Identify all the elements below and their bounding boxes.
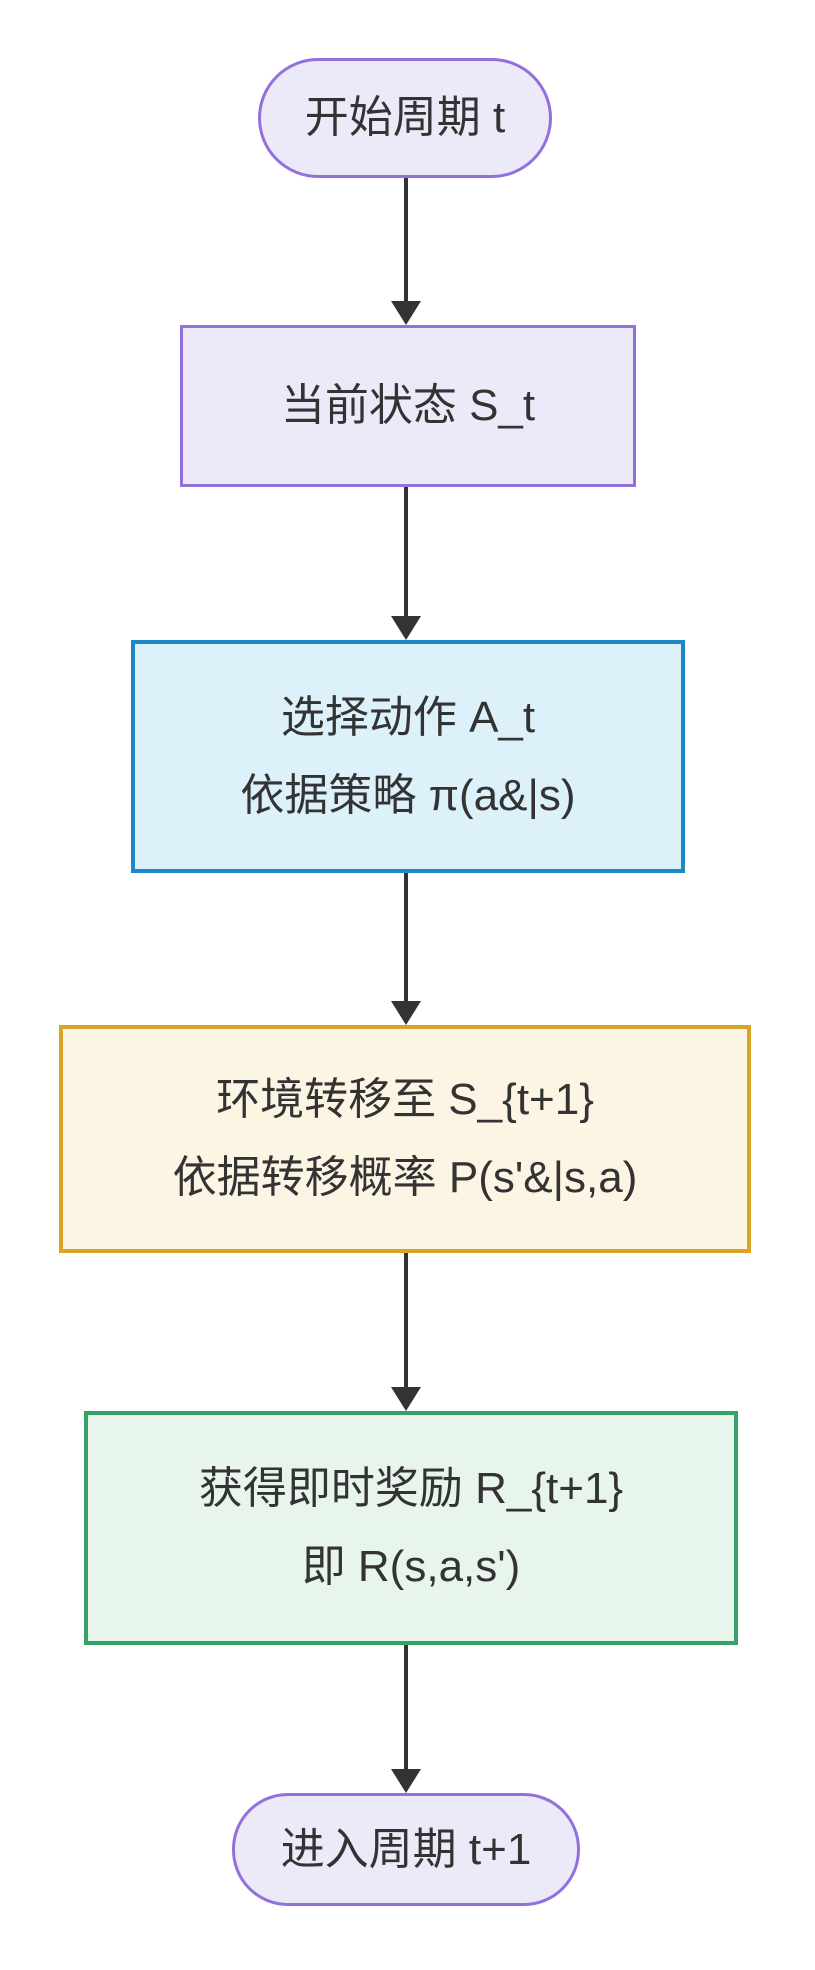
node-receive-reward-label-line2: 即 R(s,a,s') xyxy=(301,1542,521,1591)
node-current-state-label: 当前状态 S_t xyxy=(280,381,536,430)
arrow-shaft xyxy=(404,873,408,1001)
node-environment-transition-label-line1: 环境转移至 S_{t+1} xyxy=(216,1075,594,1124)
arrowhead-icon xyxy=(391,616,421,640)
arrow-shaft xyxy=(404,178,408,301)
arrowhead-icon xyxy=(391,1769,421,1793)
arrow-shaft xyxy=(404,1253,408,1387)
flow-arrow-transition-to-reward xyxy=(390,1253,422,1411)
node-next-cycle-label: 进入周期 t+1 xyxy=(280,1824,532,1874)
node-start-cycle: 开始周期 t xyxy=(258,58,552,178)
node-select-action-label-line1: 选择动作 A_t xyxy=(280,692,536,742)
arrow-shaft xyxy=(404,1645,408,1769)
arrowhead-icon xyxy=(391,1387,421,1411)
node-select-action-label-line2: 依据策略 π(a&|s) xyxy=(240,770,576,820)
node-receive-reward-label-line1: 获得即时奖励 R_{t+1} xyxy=(198,1464,624,1513)
node-start-cycle-label: 开始周期 t xyxy=(304,93,506,142)
node-next-cycle: 进入周期 t+1 xyxy=(232,1793,580,1906)
flow-arrow-start-to-state xyxy=(390,178,422,325)
node-environment-transition: 环境转移至 S_{t+1} 依据转移概率 P(s'&|s,a) xyxy=(59,1025,751,1253)
node-environment-transition-label-line2: 依据转移概率 P(s'&|s,a) xyxy=(172,1153,638,1202)
arrowhead-icon xyxy=(391,301,421,325)
arrowhead-icon xyxy=(391,1001,421,1025)
node-select-action: 选择动作 A_t 依据策略 π(a&|s) xyxy=(131,640,685,873)
arrow-shaft xyxy=(404,487,408,616)
node-receive-reward: 获得即时奖励 R_{t+1} 即 R(s,a,s') xyxy=(84,1411,738,1645)
node-current-state: 当前状态 S_t xyxy=(180,325,636,487)
flow-arrow-action-to-transition xyxy=(390,873,422,1025)
flow-arrow-reward-to-next xyxy=(390,1645,422,1793)
flow-arrow-state-to-action xyxy=(390,487,422,640)
